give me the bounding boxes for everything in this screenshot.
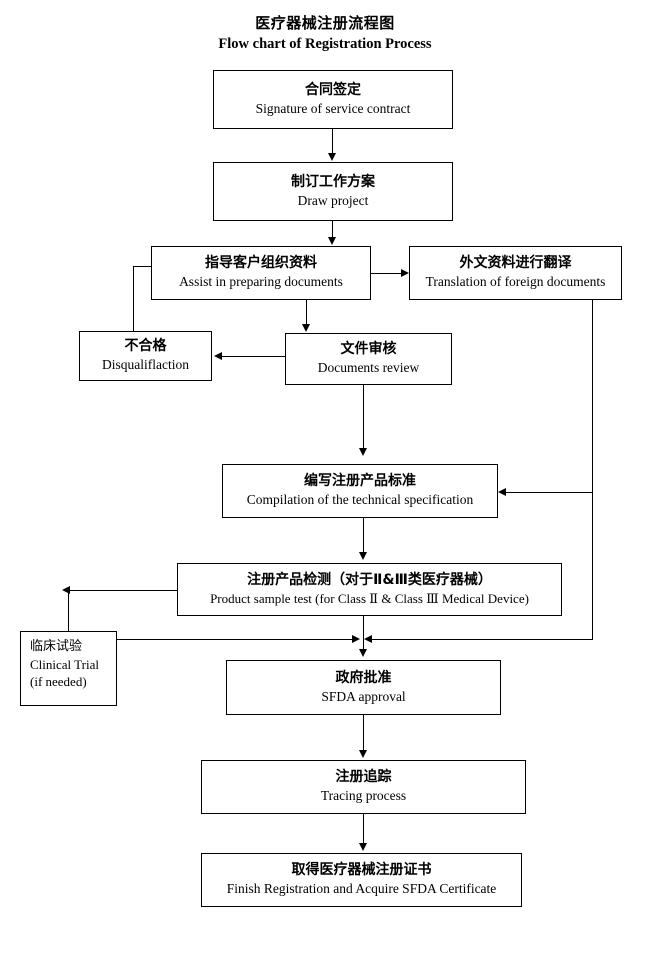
- arrowhead-sfda-to-tracing: [359, 750, 367, 758]
- arrowhead-sampletest-to-sfda: [359, 649, 367, 657]
- node-clinical-trial[interactable]: 临床试验 Clinical Trial (if needed): [20, 631, 117, 706]
- node-documents-review-label-en: Documents review: [317, 360, 420, 376]
- node-contract[interactable]: 合同签定 Signature of service contract: [213, 70, 453, 129]
- connector-review-to-disqualification: [222, 356, 285, 357]
- connector-disqualification-loop-vertical: [133, 266, 134, 331]
- connector-sampletest-to-clinical-horizontal: [68, 590, 178, 591]
- connector-trunk-to-spec: [506, 492, 593, 493]
- arrowhead-trunk-to-junction: [364, 635, 372, 643]
- node-tracing-process[interactable]: 注册追踪 Tracing process: [201, 760, 526, 814]
- connector-translation-trunk-vertical: [592, 300, 593, 639]
- node-clinical-trial-label-note: (if needed): [30, 674, 87, 690]
- arrowhead-spec-to-sampletest: [359, 552, 367, 560]
- arrowhead-review-to-disqualification: [214, 352, 222, 360]
- node-translation-label-en: Translation of foreign documents: [425, 274, 606, 290]
- node-sfda-label-cn: 政府批准: [335, 669, 392, 686]
- connector-trunk-to-junction: [370, 639, 593, 640]
- node-translation-foreign-documents[interactable]: 外文资料进行翻译 Translation of foreign document…: [409, 246, 622, 300]
- node-finish-label-en: Finish Registration and Acquire SFDA Cer…: [226, 881, 497, 897]
- node-translation-label-cn: 外文资料进行翻译: [459, 255, 572, 272]
- node-disqualification-label-cn: 不合格: [124, 338, 167, 355]
- node-tracing-label-en: Tracing process: [320, 788, 407, 804]
- arrowhead-tracing-to-finish: [359, 843, 367, 851]
- arrowhead-sampletest-to-clinical: [62, 586, 70, 594]
- node-clinical-trial-label-cn: 临床试验: [30, 639, 83, 654]
- node-clinical-trial-label-en: Clinical Trial: [30, 656, 99, 672]
- connector-clinical-to-junction: [117, 639, 357, 640]
- connector-assist-to-translation: [371, 273, 402, 274]
- node-documents-review-label-cn: 文件审核: [340, 341, 397, 358]
- connector-disqualification-loop-horizontal: [133, 266, 152, 267]
- page-title-chinese: 医疗器械注册流程图: [255, 14, 395, 32]
- arrowhead-project-to-assist: [328, 237, 336, 245]
- node-assist-label-cn: 指导客户组织资料: [205, 255, 317, 272]
- node-draw-project-label-en: Draw project: [297, 192, 369, 208]
- connector-contract-to-project: [332, 129, 333, 154]
- connector-sfda-to-tracing: [363, 715, 364, 751]
- arrowhead-assist-to-translation: [401, 269, 409, 277]
- arrowhead-assist-to-review: [302, 324, 310, 332]
- node-disqualification-label-en: Disqualiflaction: [102, 357, 189, 373]
- node-disqualification[interactable]: 不合格 Disqualiflaction: [79, 331, 212, 381]
- node-tracing-label-cn: 注册追踪: [335, 769, 392, 786]
- node-spec-label-en: Compilation of the technical specificati…: [246, 492, 474, 508]
- node-spec-label-cn: 编写注册产品标准: [304, 473, 416, 490]
- node-assist-preparing-documents[interactable]: 指导客户组织资料 Assist in preparing documents: [151, 246, 371, 300]
- connector-review-to-spec: [363, 385, 364, 449]
- connector-sampletest-to-sfda: [363, 616, 364, 650]
- node-sfda-approval[interactable]: 政府批准 SFDA approval: [226, 660, 501, 715]
- connector-tracing-to-finish: [363, 814, 364, 844]
- connector-spec-to-sampletest: [363, 518, 364, 553]
- node-contract-label-cn: 合同签定: [305, 81, 361, 98]
- connector-sampletest-to-clinical-vertical: [68, 590, 69, 631]
- node-sample-test-label-cn: 注册产品检测（对于Ⅱ&Ⅲ类医疗器械）: [247, 572, 492, 589]
- page-title-english: Flow chart of Registration Process: [218, 36, 432, 52]
- node-finish-label-cn: 取得医疗器械注册证书: [291, 862, 432, 879]
- node-contract-label-en: Signature of service contract: [255, 100, 411, 116]
- node-finish-registration[interactable]: 取得医疗器械注册证书 Finish Registration and Acqui…: [201, 853, 522, 907]
- node-sample-test-label-en: Product sample test (for Class Ⅱ & Class…: [210, 591, 529, 607]
- node-assist-label-en: Assist in preparing documents: [179, 274, 343, 290]
- node-draw-project-label-cn: 制订工作方案: [291, 173, 375, 190]
- connector-project-to-assist: [332, 221, 333, 238]
- arrowhead-clinical-to-junction: [352, 635, 360, 643]
- node-sfda-label-en: SFDA approval: [321, 688, 406, 704]
- node-product-sample-test[interactable]: 注册产品检测（对于Ⅱ&Ⅲ类医疗器械） Product sample test (…: [177, 563, 562, 616]
- node-technical-specification[interactable]: 编写注册产品标准 Compilation of the technical sp…: [222, 464, 498, 518]
- arrowhead-contract-to-project: [328, 153, 336, 161]
- node-draw-project[interactable]: 制订工作方案 Draw project: [213, 162, 453, 221]
- arrowhead-review-to-spec: [359, 448, 367, 456]
- arrowhead-trunk-to-spec: [498, 488, 506, 496]
- connector-assist-to-review: [306, 300, 307, 325]
- node-documents-review[interactable]: 文件审核 Documents review: [285, 333, 452, 385]
